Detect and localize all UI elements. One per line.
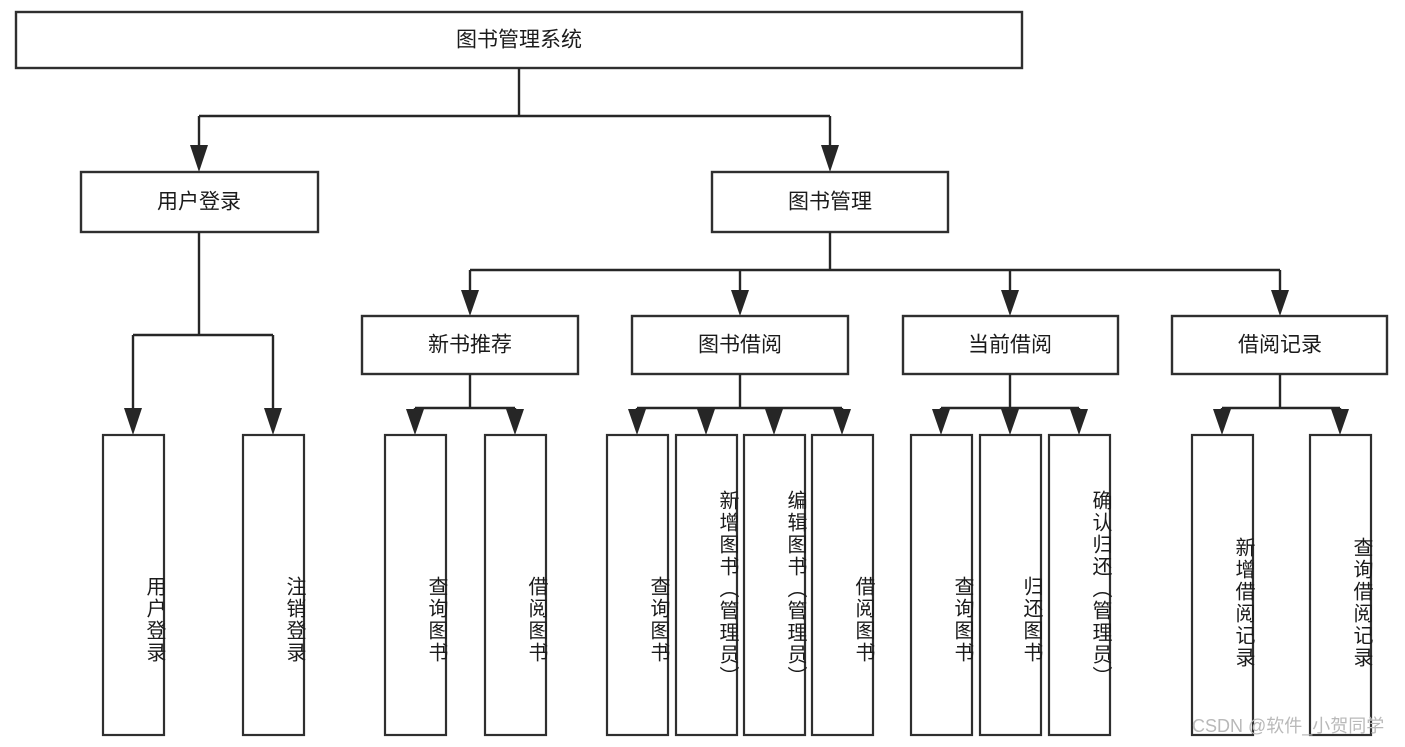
connector-borrow-record-to-leaves xyxy=(1213,374,1349,435)
node-root-label: 图书管理系统 xyxy=(456,29,582,52)
connector-user-login-to-leaves xyxy=(124,232,282,435)
node-book-management[interactable]: 图书管理 xyxy=(710,170,950,234)
connector-new-book-recommend-to-leaves xyxy=(406,374,524,435)
node-root[interactable]: 图书管理系统 xyxy=(14,10,1024,70)
arrow-to-user-login xyxy=(190,145,208,172)
leaf-box-user-login[interactable] xyxy=(101,433,166,737)
leaf-box-add-book[interactable] xyxy=(674,433,739,737)
node-user-login-box[interactable] xyxy=(79,170,320,234)
connector-root-to-level2 xyxy=(190,68,839,172)
node-root-box[interactable] xyxy=(14,10,1024,70)
arrow-to-book-management xyxy=(821,145,839,172)
connector-current-borrow-to-leaves xyxy=(932,374,1088,435)
leaf-box-query-record[interactable] xyxy=(1308,433,1373,737)
leaf-box-confirm-return[interactable] xyxy=(1047,433,1112,737)
leaf-box-query-book-3[interactable] xyxy=(909,433,974,737)
node-new-book-recommend[interactable]: 新书推荐 xyxy=(360,314,580,376)
connector-book-management-to-level3 xyxy=(461,232,1289,316)
node-borrow-record[interactable]: 借阅记录 xyxy=(1170,314,1389,376)
leaf-box-logout-login[interactable] xyxy=(241,433,306,737)
node-borrow-record-label: 借阅记录 xyxy=(1238,334,1322,357)
leaf-box-return-book[interactable] xyxy=(978,433,1043,737)
leaf-box-query-book-1[interactable] xyxy=(383,433,448,737)
leaf-box-edit-book[interactable] xyxy=(742,433,807,737)
node-user-login[interactable]: 用户登录 xyxy=(79,170,320,234)
node-user-login-label: 用户登录 xyxy=(157,191,241,214)
leaf-box-borrow-book-1[interactable] xyxy=(483,433,548,737)
node-current-borrow[interactable]: 当前借阅 xyxy=(901,314,1120,376)
node-book-borrow[interactable]: 图书借阅 xyxy=(630,314,850,376)
node-current-borrow-box[interactable] xyxy=(901,314,1120,376)
node-new-book-recommend-label: 新书推荐 xyxy=(428,334,512,357)
node-book-management-label: 图书管理 xyxy=(788,191,872,214)
node-book-borrow-label: 图书借阅 xyxy=(698,334,782,357)
node-new-book-recommend-box[interactable] xyxy=(360,314,580,376)
node-current-borrow-label: 当前借阅 xyxy=(968,334,1052,357)
connector-book-borrow-to-leaves xyxy=(628,374,851,435)
leaf-box-add-record[interactable] xyxy=(1190,433,1255,737)
csdn-watermark: CSDN @软件_小贺同学 xyxy=(1192,716,1385,736)
leaf-box-borrow-book-2[interactable] xyxy=(810,433,875,737)
leaf-box-query-book-2[interactable] xyxy=(605,433,670,737)
